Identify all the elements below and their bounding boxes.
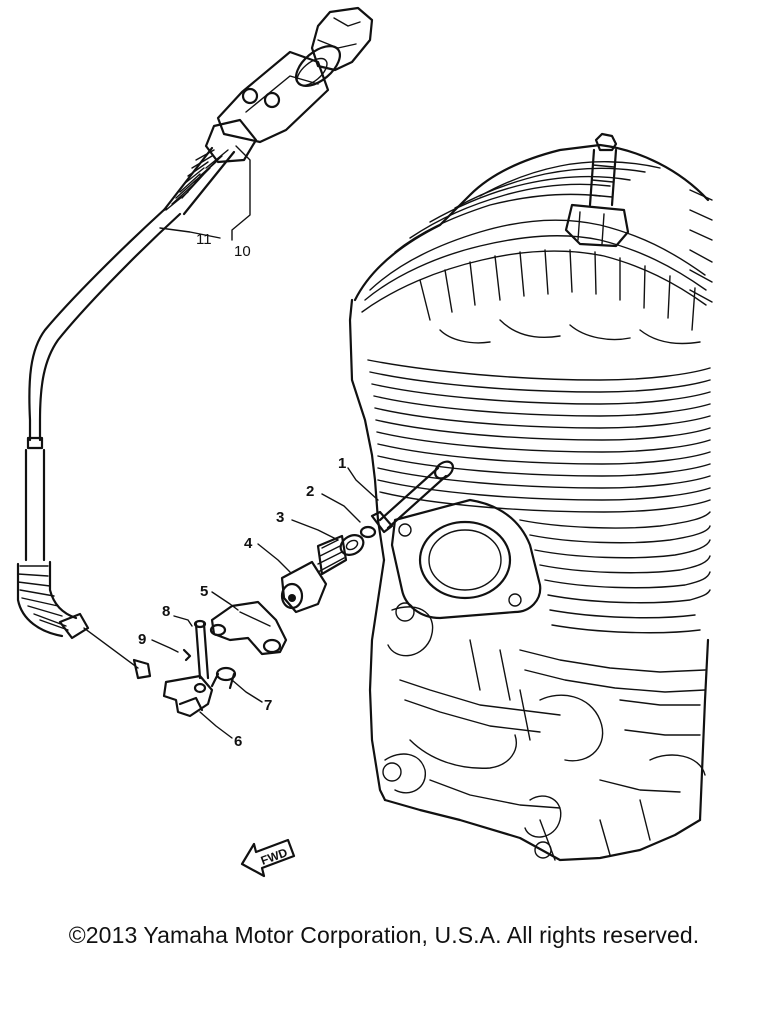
part-3-seal bbox=[339, 534, 365, 556]
part-7-screw bbox=[210, 666, 237, 690]
engine-cylinder-drawing bbox=[348, 132, 713, 862]
choke-knob-drawing bbox=[16, 6, 374, 680]
callout-1: 1 bbox=[338, 455, 346, 472]
callout-8: 8 bbox=[162, 603, 170, 620]
callout-leaders-top bbox=[159, 145, 251, 241]
part-1-bolt bbox=[370, 460, 454, 534]
callout-7: 7 bbox=[264, 697, 272, 714]
callout-9: 9 bbox=[138, 631, 146, 648]
plunger-parts-drawing bbox=[162, 460, 454, 718]
callout-6: 6 bbox=[234, 733, 242, 750]
callout-5: 5 bbox=[200, 583, 208, 600]
part-5-lever bbox=[209, 600, 288, 656]
spark-plug-drawing bbox=[564, 132, 630, 248]
callout-11: 11 bbox=[196, 231, 212, 248]
callout-4: 4 bbox=[244, 535, 253, 552]
part-6-clamp bbox=[162, 674, 214, 718]
part-4-plunger bbox=[280, 534, 348, 614]
callout-3: 3 bbox=[276, 509, 284, 526]
exploded-parts-diagram: 1 2 3 4 5 6 7 8 9 10 11 FWD bbox=[16, 6, 713, 878]
part-8-pin bbox=[193, 619, 210, 680]
callout-10: 10 bbox=[234, 243, 251, 260]
part-2-washer bbox=[359, 525, 377, 539]
part-9-clip bbox=[182, 648, 192, 662]
callout-labels: 1 2 3 4 5 6 7 8 9 10 11 bbox=[138, 231, 346, 750]
copyright-notice: ©2013 Yamaha Motor Corporation, U.S.A. A… bbox=[68, 922, 700, 948]
forward-direction-arrow: FWD bbox=[240, 838, 296, 878]
port-flange-drawing bbox=[390, 498, 542, 620]
callout-leaders bbox=[151, 467, 379, 739]
callout-2: 2 bbox=[306, 483, 314, 500]
